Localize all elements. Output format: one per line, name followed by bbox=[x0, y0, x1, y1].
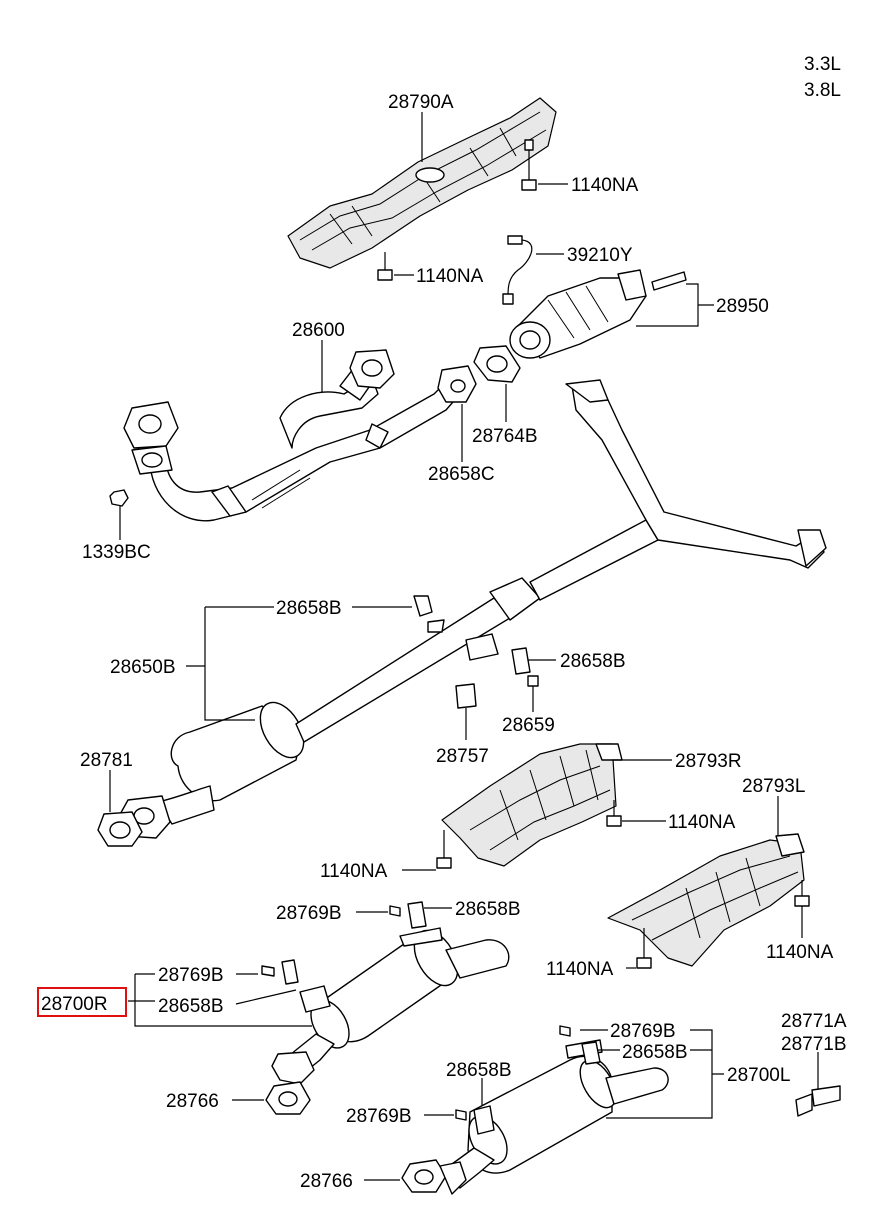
label-bolt-l-right[interactable]: 1140NA bbox=[766, 942, 834, 963]
front-pipe[interactable] bbox=[123, 349, 461, 522]
stopper-l-top[interactable] bbox=[559, 1025, 571, 1037]
leader-center-pipe bbox=[186, 606, 274, 721]
label-oxygen-sensor[interactable]: 39210Y bbox=[567, 245, 633, 266]
label-hanger-l-top[interactable]: 28658B bbox=[622, 1042, 688, 1063]
label-clamp-b[interactable]: 28771B bbox=[781, 1034, 847, 1055]
label-stopper-l-left[interactable]: 28769B bbox=[346, 1106, 412, 1127]
gasket-28764b[interactable] bbox=[473, 345, 521, 383]
label-bolt-a[interactable]: 1140NA bbox=[571, 175, 639, 196]
nut-1339bc[interactable] bbox=[109, 489, 129, 507]
bush-28659[interactable] bbox=[527, 675, 539, 687]
bolt-r-right[interactable] bbox=[606, 800, 622, 827]
bolt-upper-left[interactable] bbox=[377, 252, 393, 281]
label-main-muffler-l[interactable]: 28700L bbox=[727, 1065, 790, 1086]
leader-catalytic bbox=[636, 283, 714, 327]
hanger-r-mid[interactable] bbox=[281, 959, 299, 985]
center-pipe[interactable] bbox=[117, 379, 827, 839]
label-bolt-r-left[interactable]: 1140NA bbox=[320, 861, 388, 882]
stopper-l-left[interactable] bbox=[455, 1109, 467, 1121]
label-gasket-764b[interactable]: 28764B bbox=[472, 426, 538, 447]
leader-muffler-l bbox=[580, 1029, 724, 1119]
rubber-mount[interactable] bbox=[465, 633, 499, 661]
label-rubber-757[interactable]: 28757 bbox=[436, 746, 489, 767]
label-gasket-r[interactable]: 28766 bbox=[166, 1091, 219, 1112]
gasket-28781[interactable] bbox=[97, 811, 143, 847]
label-clamp-a[interactable]: 28771A bbox=[781, 1011, 847, 1032]
label-main-muffler-r[interactable]: 28700R bbox=[41, 994, 108, 1015]
catalytic-converter[interactable] bbox=[509, 269, 687, 359]
hanger-28658c[interactable] bbox=[437, 365, 477, 403]
bolt-l-bottom[interactable] bbox=[636, 928, 652, 969]
hanger-top[interactable] bbox=[413, 595, 445, 633]
label-heat-protector-upper[interactable]: 28790A bbox=[388, 92, 454, 113]
rubber-28757[interactable] bbox=[455, 683, 477, 709]
main-muffler-r[interactable] bbox=[271, 923, 510, 1085]
clamp[interactable] bbox=[795, 1085, 841, 1117]
label-hanger-r-top[interactable]: 28658B bbox=[455, 899, 521, 920]
label-hanger-top[interactable]: 28658B bbox=[276, 598, 342, 619]
gasket-l[interactable] bbox=[401, 1159, 467, 1195]
bolt-l-right[interactable] bbox=[794, 880, 810, 907]
engine-label-38: 3.8L bbox=[804, 80, 841, 101]
hanger-r-top[interactable] bbox=[407, 901, 427, 929]
label-nut[interactable]: 1339BC bbox=[82, 542, 151, 563]
label-catalytic-converter[interactable]: 28950 bbox=[716, 296, 769, 317]
gasket-r[interactable] bbox=[265, 1081, 311, 1115]
label-bolt-l-bottom[interactable]: 1140NA bbox=[546, 959, 614, 980]
label-stopper-l-top[interactable]: 28769B bbox=[610, 1021, 676, 1042]
label-heat-protector-r[interactable]: 28793R bbox=[675, 751, 742, 772]
label-gasket-l[interactable]: 28766 bbox=[300, 1171, 353, 1192]
label-hanger-r-mid[interactable]: 28658B bbox=[158, 996, 224, 1017]
bolt-upper-right[interactable] bbox=[521, 139, 537, 191]
label-bolt-r[interactable]: 1140NA bbox=[668, 812, 736, 833]
label-hanger-right[interactable]: 28658B bbox=[560, 651, 626, 672]
label-hanger-l-left[interactable]: 28658B bbox=[446, 1060, 512, 1081]
label-front-pipe[interactable]: 28600 bbox=[292, 320, 345, 341]
heat-protector-l[interactable] bbox=[607, 833, 805, 967]
label-stopper-r-mid[interactable]: 28769B bbox=[158, 965, 224, 986]
heat-protector-upper[interactable] bbox=[287, 97, 557, 269]
stopper-r-mid[interactable] bbox=[261, 965, 275, 977]
label-bolt-b[interactable]: 1140NA bbox=[416, 266, 484, 287]
label-center-pipe[interactable]: 28650B bbox=[110, 657, 176, 678]
bolt-r-left[interactable] bbox=[436, 830, 452, 869]
hanger-l-top[interactable] bbox=[581, 1041, 601, 1065]
engine-label-33: 3.3L bbox=[804, 54, 841, 75]
oxygen-sensor[interactable] bbox=[502, 235, 533, 305]
highlight-28700r bbox=[37, 987, 127, 1017]
label-hanger-658c[interactable]: 28658C bbox=[428, 464, 495, 485]
stopper-r-top[interactable] bbox=[389, 905, 401, 917]
hanger-right[interactable] bbox=[511, 647, 531, 675]
label-gasket-781[interactable]: 28781 bbox=[80, 750, 133, 771]
label-heat-protector-l[interactable]: 28793L bbox=[742, 776, 805, 797]
label-bush[interactable]: 28659 bbox=[502, 715, 555, 736]
leader-muffler-r bbox=[128, 973, 312, 1027]
label-stopper-r-top[interactable]: 28769B bbox=[276, 903, 342, 924]
